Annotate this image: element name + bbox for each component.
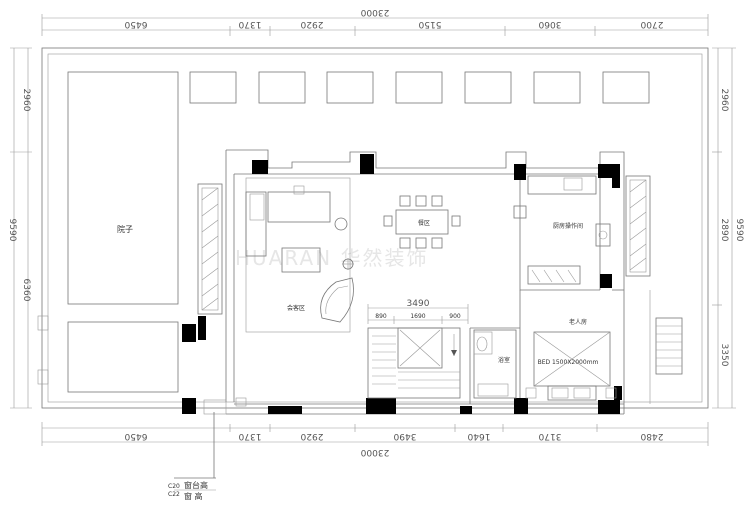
callout-line-2: 窗 高 bbox=[184, 491, 203, 501]
top-dim-3: 2920 bbox=[300, 19, 323, 29]
right-dimension-chain: 2960 2890 9590 3350 bbox=[712, 47, 744, 409]
left-dimension-chain: 2960 9590 6360 bbox=[7, 47, 32, 409]
stair-dim-c: 900 bbox=[449, 313, 461, 320]
stair-dim-overall: 3490 bbox=[407, 299, 430, 309]
bottom-dim-7: 2480 bbox=[640, 431, 663, 441]
left-dim-2: 6360 bbox=[21, 279, 31, 302]
right-dim-1: 2960 bbox=[719, 89, 729, 112]
top-dim-6: 2700 bbox=[640, 19, 663, 29]
bottom-dim-5: 1640 bbox=[467, 431, 490, 441]
bottom-dim-2: 1370 bbox=[238, 431, 261, 441]
stair-dim-a: 890 bbox=[375, 313, 387, 320]
bottom-dim-3: 2920 bbox=[300, 431, 323, 441]
bathroom: 浴室 bbox=[473, 329, 517, 399]
interior-dimension: 3490 890 1690 900 bbox=[367, 299, 469, 324]
bottom-dimension-chain: 6450 1370 2920 3490 1640 3170 2480 23000 bbox=[41, 422, 709, 457]
kitchen-label: 厨房操作间 bbox=[553, 222, 583, 230]
callout-prefix-1: C20 bbox=[168, 483, 180, 490]
dining-area: 餐区 bbox=[383, 195, 461, 249]
bed-note: BED 1500X2000mm bbox=[538, 359, 599, 366]
bottom-dim-4: 3490 bbox=[393, 431, 416, 441]
top-dim-4: 5150 bbox=[418, 19, 441, 29]
right-dim-3: 3350 bbox=[719, 344, 729, 367]
bottom-dim-1: 6450 bbox=[124, 431, 147, 441]
yard: 院子 bbox=[67, 71, 179, 393]
top-dim-1: 6450 bbox=[124, 19, 147, 29]
kitchen-area: 厨房操作间 bbox=[513, 175, 611, 285]
outdoor-steps bbox=[649, 290, 683, 404]
yard-label: 院子 bbox=[117, 224, 133, 234]
entry-detail bbox=[203, 397, 247, 415]
right-dim-total: 9590 bbox=[734, 219, 744, 242]
callout-line-1: 窗台高 bbox=[184, 480, 208, 490]
bath-label: 浴室 bbox=[498, 356, 510, 364]
elder-room: 老人房 BED 1500X2000mm bbox=[525, 318, 617, 401]
stair-dim-b: 1690 bbox=[410, 313, 425, 320]
top-total-dim: 23000 bbox=[360, 7, 389, 17]
right-window-panel bbox=[625, 175, 651, 277]
bottom-dim-6: 3170 bbox=[538, 431, 561, 441]
structural-columns bbox=[182, 154, 622, 414]
bottom-total-dim: 23000 bbox=[360, 447, 389, 457]
window-height-callout: C20 C22 窗台高 窗 高 bbox=[168, 412, 216, 501]
right-dim-2: 2890 bbox=[719, 219, 729, 242]
callout-prefix-2: C22 bbox=[168, 491, 180, 498]
top-dimension-chain: 23000 6450 1370 2920 5150 3060 2700 bbox=[41, 7, 709, 36]
dining-label: 餐区 bbox=[418, 219, 430, 227]
elder-room-label: 老人房 bbox=[569, 318, 587, 326]
left-window-panel bbox=[197, 183, 223, 315]
top-dim-5: 3060 bbox=[538, 19, 561, 29]
top-dim-2: 1370 bbox=[238, 19, 261, 29]
left-dim-1: 2960 bbox=[21, 89, 31, 112]
top-planters bbox=[189, 71, 650, 104]
left-dim-total: 9590 bbox=[7, 219, 17, 242]
living-area: 会客区 bbox=[245, 177, 354, 333]
watermark: HUARAN 华然装饰 bbox=[235, 246, 428, 270]
living-label: 会客区 bbox=[287, 304, 305, 312]
staircase bbox=[367, 327, 461, 399]
